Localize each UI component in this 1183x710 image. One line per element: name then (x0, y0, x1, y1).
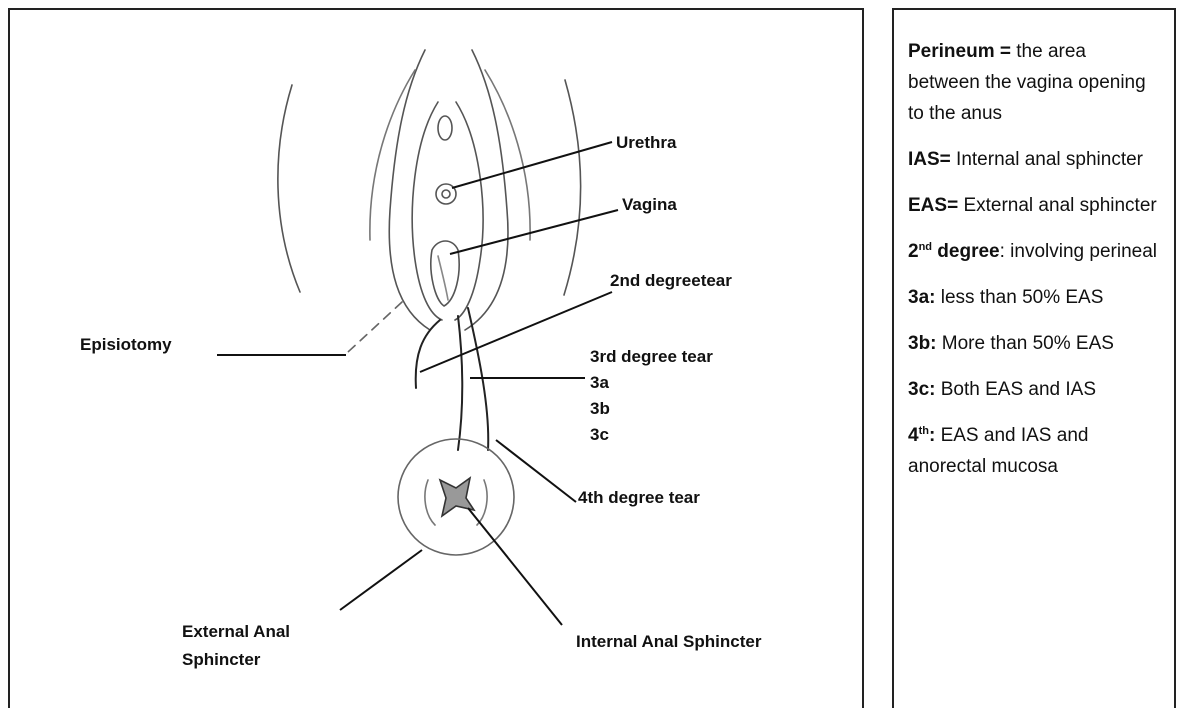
label-vagina: Vagina (622, 195, 677, 214)
label-urethra: Urethra (616, 133, 677, 152)
second-degree-leader (420, 292, 612, 372)
label-3b: 3b (590, 399, 610, 418)
right-labia-majora (465, 50, 508, 330)
legend-desc: less than 50% EAS (935, 287, 1103, 308)
legend-superscript: th (919, 425, 929, 437)
legend-desc: : involving perineal (1000, 241, 1157, 262)
label-external-anal-sphincter-line2: Sphincter (182, 650, 261, 669)
right-thigh-outline (564, 80, 581, 295)
legend-term: 3a: (908, 287, 935, 308)
legend-desc: Both EAS and IAS (935, 379, 1096, 400)
left-thigh-outline (278, 85, 300, 292)
third-degree-tear-line-left (458, 316, 462, 450)
left-labia-minora (412, 102, 442, 320)
second-degree-tear-line-left (416, 320, 440, 388)
label-3a: 3a (590, 373, 609, 392)
internal-sphincter-arc-left (425, 480, 435, 525)
urethra-leader (452, 142, 612, 188)
legend-term: 2 (908, 241, 919, 262)
legend-term-suffix: degree (932, 241, 1000, 262)
legend-term: 3c: (908, 379, 935, 400)
legend-item-second-degree: 2nd degree: involving perineal (908, 236, 1162, 267)
label-second-degree-tear: 2nd degreetear (610, 271, 732, 290)
label-fourth-degree-tear: 4th degree tear (578, 488, 700, 507)
legend-item-perineum: Perineum = the area between the vagina o… (908, 36, 1162, 129)
internal-sphincter-leader (468, 508, 562, 625)
legend-item-eas: EAS= External anal sphincter (908, 190, 1162, 221)
legend-desc: More than 50% EAS (937, 333, 1114, 354)
label-external-anal-sphincter-line1: External Anal (182, 622, 290, 641)
legend-item-fourth-degree: 4th: EAS and IAS and anorectal mucosa (908, 420, 1162, 474)
clitoris (438, 116, 452, 140)
external-sphincter-leader (340, 550, 422, 610)
legend-term: EAS= (908, 195, 958, 216)
legend-superscript: nd (919, 241, 932, 253)
label-third-degree-tear: 3rd degree tear (590, 347, 713, 366)
right-labia-minora (455, 102, 483, 320)
diagram-panel: Urethra Vagina 2nd degreetear Episiotomy… (8, 8, 864, 708)
label-3c: 3c (590, 425, 609, 444)
legend-item-3a: 3a: less than 50% EAS (908, 282, 1162, 313)
legend-desc: External anal sphincter (958, 195, 1157, 216)
legend-term: 4 (908, 425, 919, 446)
left-labia-majora (389, 50, 430, 330)
legend-term: IAS= (908, 149, 951, 170)
perineal-anatomy-diagram: Urethra Vagina 2nd degreetear Episiotomy… (10, 10, 866, 710)
legend-item-3b: 3b: More than 50% EAS (908, 328, 1162, 359)
vagina-leader (450, 210, 618, 254)
legend-panel: Perineum = the area between the vagina o… (892, 8, 1176, 708)
internal-sphincter-arc-right (477, 480, 487, 525)
anatomy-drawing (278, 50, 581, 555)
vaginal-shading (438, 256, 448, 300)
urethra-meatus (442, 190, 450, 198)
legend-desc: EAS and IAS and anorectal mucosa (908, 425, 1088, 474)
legend-desc: Internal anal sphincter (951, 149, 1143, 170)
legend-term: Perineum = (908, 41, 1011, 62)
label-internal-anal-sphincter: Internal Anal Sphincter (576, 632, 762, 651)
leader-lines (217, 142, 618, 625)
episiotomy-dashed-line (348, 302, 402, 352)
vaginal-opening (431, 241, 459, 306)
label-episiotomy: Episiotomy (80, 335, 172, 354)
legend-term: 3b: (908, 333, 937, 354)
legend-item-3c: 3c: Both EAS and IAS (908, 374, 1162, 405)
legend-item-ias: IAS= Internal anal sphincter (908, 144, 1162, 175)
